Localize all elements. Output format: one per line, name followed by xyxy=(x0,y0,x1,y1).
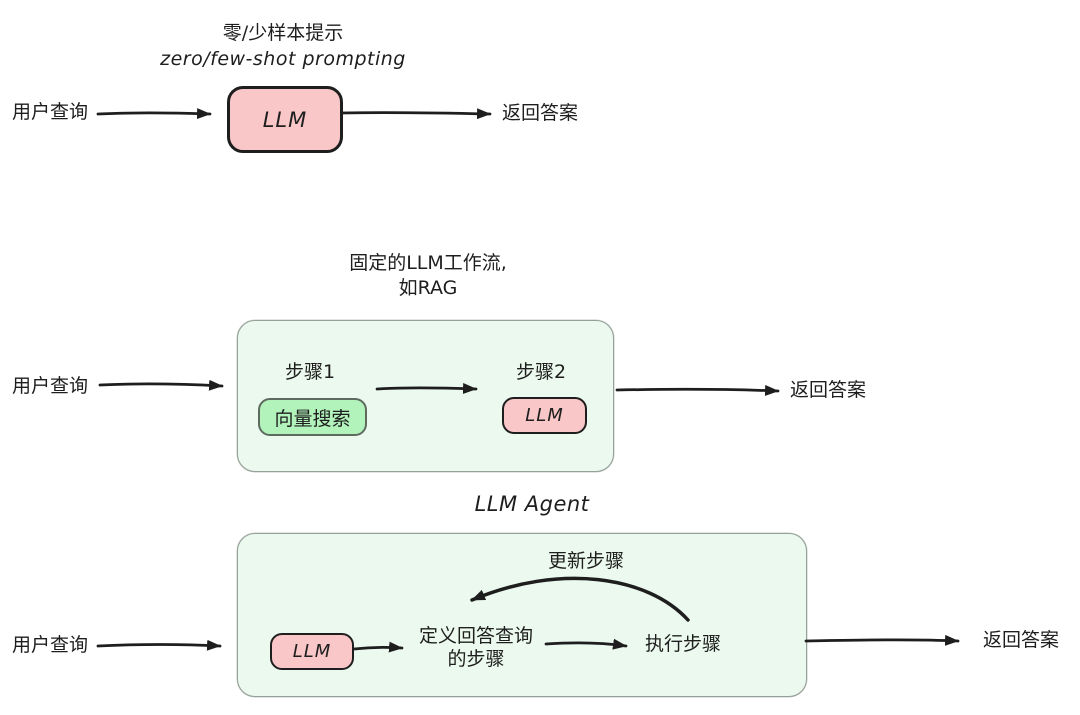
arrow-s2-workflow-to-answer xyxy=(615,384,780,396)
s3-answer-label: 返回答案 xyxy=(983,629,1060,651)
s1-user-query-label: 用户查询 xyxy=(12,101,89,123)
s2-title-line1: 固定的LLM工作流, xyxy=(349,252,507,274)
s3-define-steps-label: 定义回答查询 的步骤 xyxy=(402,625,550,671)
s2-step1-label: 步骤1 xyxy=(284,361,336,383)
s3-llm-node: LLM xyxy=(270,633,354,670)
arrow-s3-user-to-agent xyxy=(96,639,222,651)
s1-title-en: zero/few-shot prompting xyxy=(160,48,406,70)
arrow-s3-define-to-execute xyxy=(544,638,628,650)
s3-title: LLM Agent xyxy=(474,492,590,516)
workflow-container-box xyxy=(237,320,614,472)
s2-llm-node-label: LLM xyxy=(525,405,564,426)
s1-llm-node-label: LLM xyxy=(262,107,308,132)
s2-vector-search-node: 向量搜索 xyxy=(258,398,367,436)
s3-execute-steps-label: 执行步骤 xyxy=(644,633,721,655)
s3-define-steps-line2: 的步骤 xyxy=(447,648,505,670)
arrow-s2-step1-to-step2 xyxy=(375,383,478,395)
s2-user-query-label: 用户查询 xyxy=(12,375,89,397)
s3-define-steps-line1: 定义回答查询 xyxy=(418,625,533,647)
s3-user-query-label: 用户查询 xyxy=(12,634,89,656)
s2-llm-node: LLM xyxy=(502,397,587,434)
s3-update-steps-label: 更新步骤 xyxy=(547,550,624,572)
s1-answer-label: 返回答案 xyxy=(502,102,579,124)
s2-answer-label: 返回答案 xyxy=(790,379,867,401)
arrow-s3-llm-to-define xyxy=(352,641,404,653)
arrow-s2-user-to-workflow xyxy=(98,379,224,391)
s1-llm-node: LLM xyxy=(227,86,343,153)
s2-vector-search-label: 向量搜索 xyxy=(274,407,351,430)
arrow-s3-agent-to-answer xyxy=(804,634,960,646)
arrow-s1-llm-to-answer xyxy=(339,108,492,120)
arrow-s1-user-to-llm xyxy=(96,108,212,120)
s1-title-zh: 零/少样本提示 xyxy=(222,22,344,44)
s2-title-line2: 如RAG xyxy=(398,277,458,299)
s3-llm-node-label: LLM xyxy=(292,641,332,662)
arrow-s3-update-loop xyxy=(470,576,690,622)
s2-step2-label: 步骤2 xyxy=(515,361,567,383)
